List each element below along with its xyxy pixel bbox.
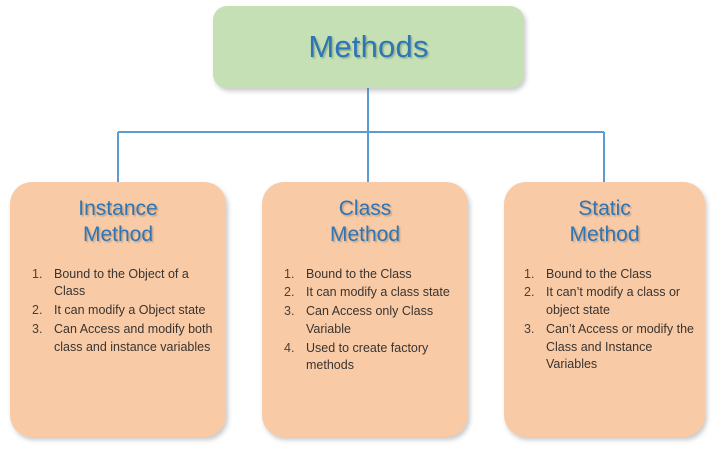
list-item-number: 3. [284, 304, 295, 319]
list-item: 1. Bound to the Class [524, 266, 695, 284]
leaf-node-instance-method: Instance Method 1. Bound to the Object o… [10, 182, 226, 437]
list-item-text: Can’t Access or modify the Class and Ins… [546, 321, 694, 372]
list-item-number: 2. [284, 285, 295, 300]
list-item-text: Bound to the Class [306, 266, 412, 281]
list-item-number: 1. [284, 266, 295, 281]
list-item-text: Can Access and modify both class and ins… [54, 321, 213, 354]
list-item-number: 1. [524, 266, 535, 281]
list-item-text: Bound to the Class [546, 266, 652, 281]
leaf-node-title: Class Method [329, 197, 401, 246]
leaf-node-list: 1. Bound to the Class 2. It can’t modify… [504, 266, 705, 375]
list-item-number: 3. [524, 321, 535, 336]
list-item: 2. It can modify a Object state [32, 302, 214, 320]
list-item-text: It can’t modify a class or object state [546, 285, 681, 318]
list-item: 3. Can Access and modify both class and … [32, 321, 214, 357]
leaf-node-title: Instance Method [78, 197, 158, 246]
list-item-number: 1. [32, 266, 43, 281]
list-item: 3. Can Access only Class Variable [284, 303, 458, 339]
leaf-node-list: 1. Bound to the Object of a Class 2. It … [10, 266, 226, 357]
root-node-methods: Methods [213, 6, 524, 88]
list-item: 4. Used to create factory methods [284, 340, 458, 376]
list-item-text: Can Access only Class Variable [306, 304, 434, 336]
root-node-title: Methods [308, 29, 429, 64]
list-item: 1. Bound to the Class [284, 266, 458, 284]
list-item-number: 4. [284, 340, 295, 355]
list-item-text: It can modify a class state [306, 285, 450, 300]
leaf-node-class-method: Class Method 1. Bound to the Class 2. It… [262, 182, 468, 437]
list-item-number: 3. [32, 321, 43, 336]
list-item-number: 2. [524, 285, 535, 300]
list-item: 2. It can modify a class state [284, 284, 458, 302]
list-item: 1. Bound to the Object of a Class [32, 266, 214, 302]
list-item-text: It can modify a Object state [54, 303, 206, 318]
leaf-node-title: Static Method [569, 197, 640, 246]
leaf-node-list: 1. Bound to the Class 2. It can modify a… [262, 266, 468, 376]
list-item-number: 2. [32, 303, 43, 318]
list-item-text: Used to create factory methods [306, 340, 429, 373]
leaf-node-static-method: Static Method 1. Bound to the Class 2. I… [504, 182, 705, 437]
list-item: 3. Can’t Access or modify the Class and … [524, 321, 695, 374]
list-item-text: Bound to the Object of a Class [54, 266, 189, 299]
list-item: 2. It can’t modify a class or object sta… [524, 284, 695, 320]
